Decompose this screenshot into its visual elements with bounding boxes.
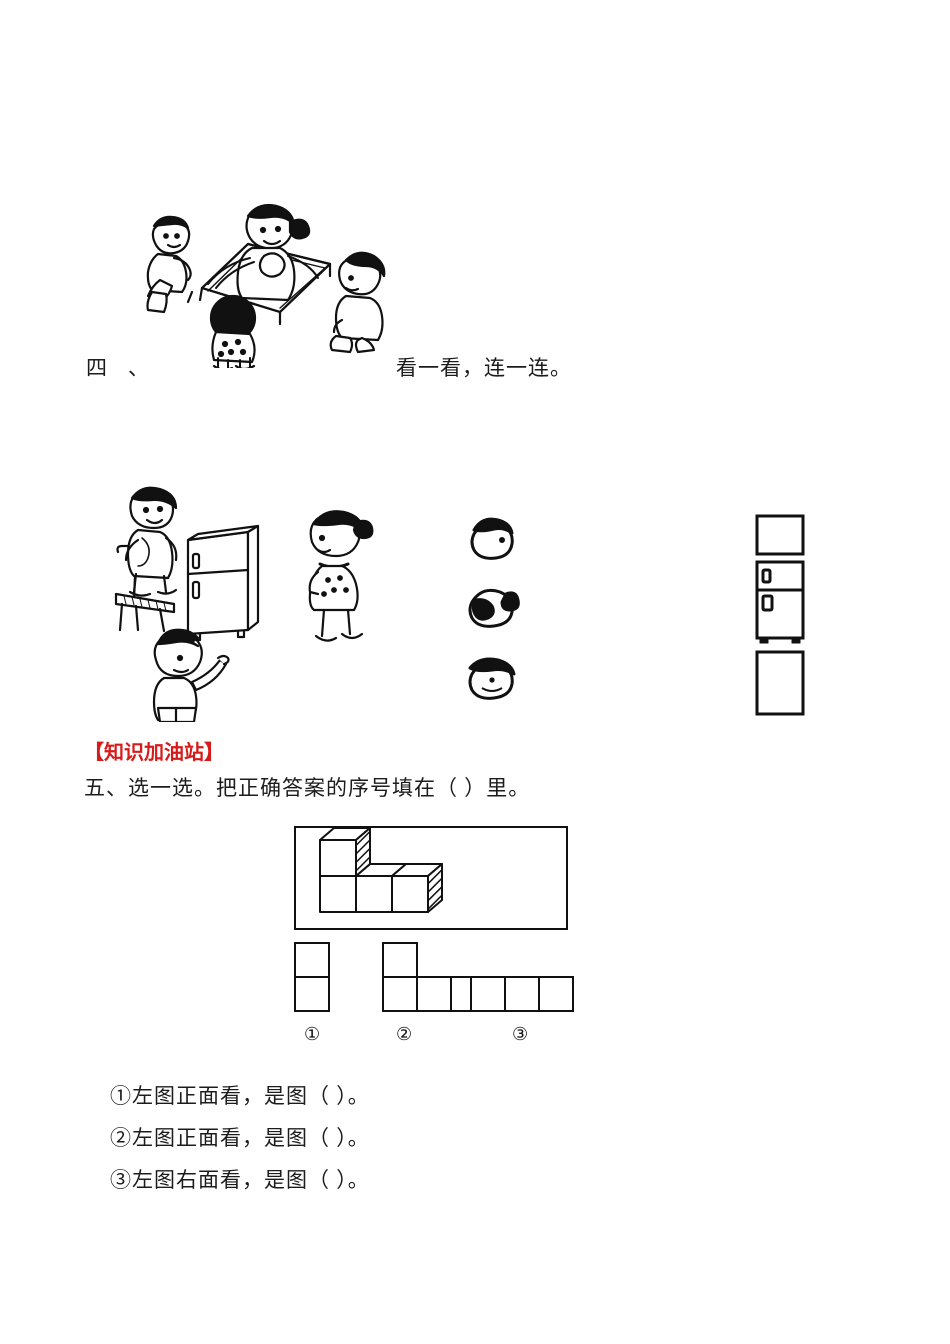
option-3-cell xyxy=(538,976,574,1012)
option-1-cell xyxy=(294,976,330,1012)
four-children-around-table-illustration xyxy=(130,196,392,368)
option-2-cell xyxy=(416,976,452,1012)
option-3-label: ③ xyxy=(512,1024,529,1044)
question-line-3: ③左图右面看，是图（ ）。 xyxy=(110,1168,370,1192)
option-1-label: ① xyxy=(304,1024,321,1044)
option-2-cell xyxy=(382,976,418,1012)
question-line-1: ①左图正面看，是图（ ）。 xyxy=(110,1084,370,1108)
child-head-view-icons xyxy=(462,512,554,710)
children-observing-refrigerator-illustration xyxy=(110,482,392,722)
section-four-title: 看一看，连一连。 xyxy=(396,356,572,380)
section-five-figure-area: ① ② ③ xyxy=(294,826,580,1046)
option-3-shape xyxy=(470,976,582,1016)
option-3-cell xyxy=(504,976,540,1012)
option-1-shape xyxy=(294,942,334,1016)
option-3-cell xyxy=(470,976,506,1012)
option-1-cell xyxy=(294,942,330,978)
fridge-view-shapes xyxy=(748,508,820,720)
question-line-2: ②左图正面看，是图（ ）。 xyxy=(110,1126,370,1150)
knowledge-booster-banner: 【知识加油站】 xyxy=(84,742,224,764)
section-four-separator: 、 xyxy=(128,356,150,380)
section-four-number: 四 xyxy=(86,356,108,380)
option-2-cell xyxy=(382,942,418,978)
option-2-label: ② xyxy=(396,1024,413,1044)
cube-solid-box xyxy=(294,826,568,930)
section-five-title: 五、选一选。把正确答案的序号填在（ ）里。 xyxy=(84,776,531,800)
